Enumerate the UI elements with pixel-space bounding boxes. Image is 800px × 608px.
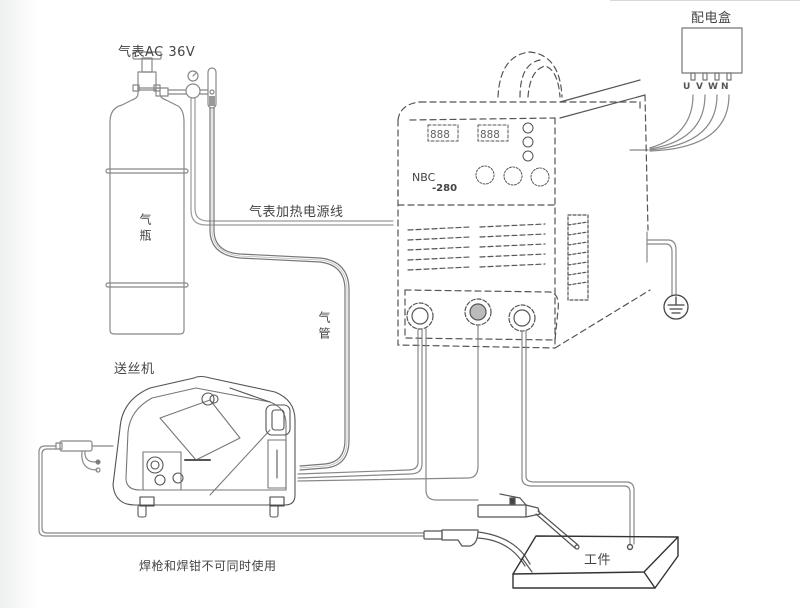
gas-hose (209, 107, 350, 471)
gas-cylinder-label: 气瓶 (138, 213, 152, 245)
display-right: 888 (480, 128, 500, 141)
welder-sockets (406, 298, 536, 332)
terminal-w: W (708, 82, 719, 92)
warning-note: 焊枪和焊钳不可同时使用 (139, 559, 277, 573)
wire-feeder-label: 送丝机 (114, 362, 155, 377)
terminal-u: U (683, 82, 691, 92)
wire-feeder (112, 375, 296, 518)
terminal-n: N (721, 82, 730, 92)
ground-wire (646, 231, 677, 296)
workpiece-slab (512, 535, 679, 589)
workpiece-label: 工件 (584, 553, 612, 568)
terminal-v: V (696, 82, 704, 92)
gas-hose-label: 气管 (317, 311, 331, 343)
gas-cylinder (105, 51, 189, 335)
top-divider (610, 0, 800, 1)
torch-connector (38, 440, 425, 537)
distribution-box-label: 配电盒 (691, 11, 732, 26)
electrode-holder (477, 493, 580, 550)
ground-symbol-icon (663, 294, 689, 320)
heating-cable (190, 97, 394, 226)
distribution-box (629, 27, 743, 152)
welder-control-panel (427, 122, 550, 187)
welder-brand: NBC (412, 171, 436, 184)
welding-torch (423, 529, 533, 573)
gas-meter-label: 气表AC 36V (118, 45, 196, 60)
display-left: 888 (430, 128, 450, 141)
welder-model: -280 (432, 183, 457, 194)
welder-machine (397, 51, 651, 349)
output-cables (297, 324, 635, 545)
heating-cable-label: 气表加热电源线 (249, 205, 344, 220)
